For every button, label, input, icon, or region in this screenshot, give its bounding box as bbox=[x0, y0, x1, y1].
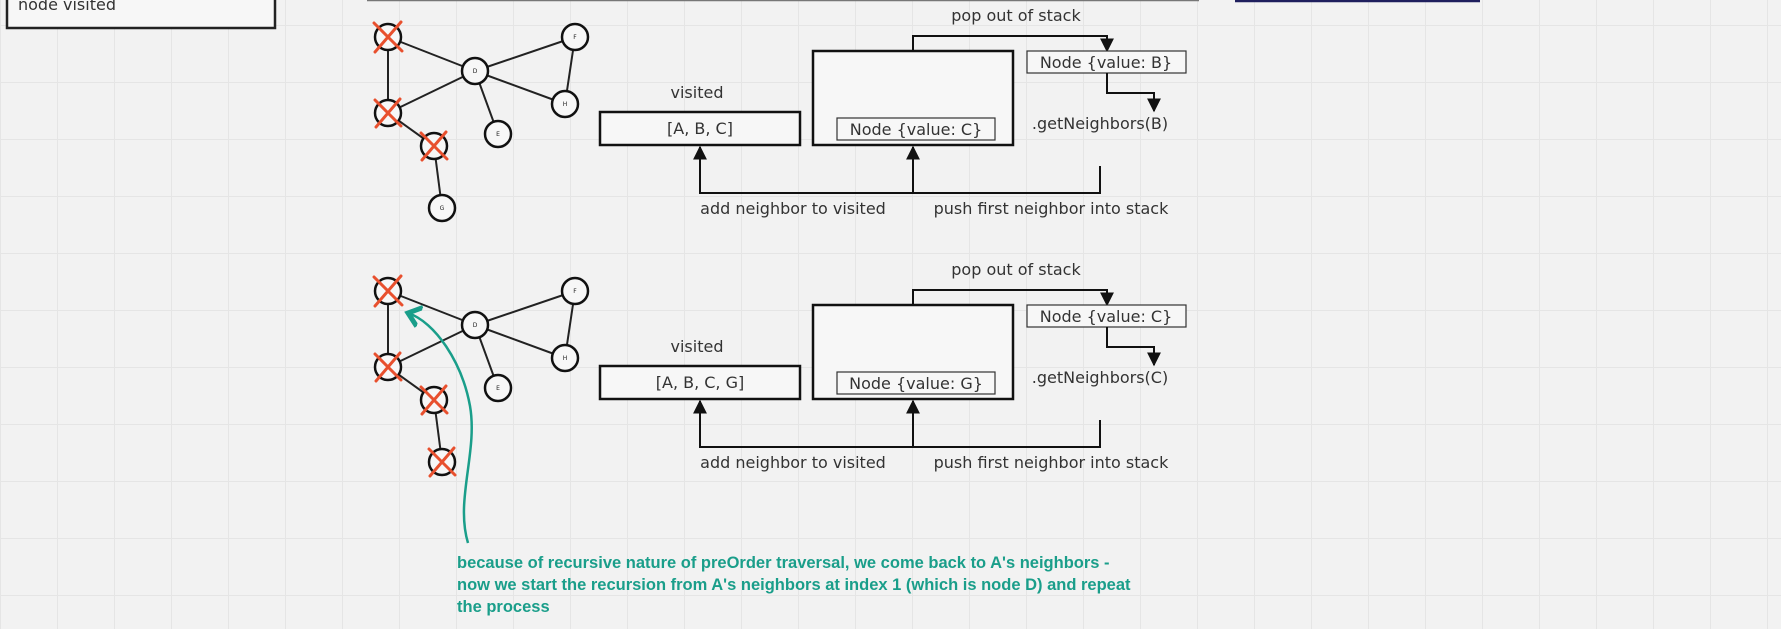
note-line: the process bbox=[457, 598, 550, 616]
node-label-h: H bbox=[563, 355, 568, 362]
node-label-e: E bbox=[496, 131, 500, 138]
legend-box bbox=[5, 0, 277, 30]
visited-array-box bbox=[598, 110, 802, 147]
node-f bbox=[560, 22, 590, 52]
node-f bbox=[560, 276, 590, 306]
pop-arrow bbox=[912, 289, 1114, 307]
pop-label: pop out of stack bbox=[951, 6, 1081, 25]
graph-1: D F H E G bbox=[372, 20, 590, 223]
node-d bbox=[460, 56, 490, 86]
cross-mark-c bbox=[419, 130, 449, 162]
return-arrow bbox=[408, 313, 473, 544]
node-label-g: G bbox=[440, 205, 445, 212]
explanation-note: because of recursive nature of preOrder … bbox=[457, 552, 1177, 618]
cross-mark-c bbox=[419, 384, 449, 416]
visited-array-box bbox=[598, 364, 802, 401]
pop-arrow bbox=[912, 35, 1114, 53]
cross-mark-g bbox=[427, 446, 457, 478]
node-g bbox=[427, 193, 457, 223]
add-neighbor-label: add neighbor to visited bbox=[700, 199, 886, 218]
node-label-d: D bbox=[473, 322, 478, 329]
note-line: because of recursive nature of preOrder … bbox=[457, 554, 1110, 572]
add-neighbor-label: add neighbor to visited bbox=[700, 453, 886, 472]
panel-1: D F H E G visited [A, B, C] Node {value:… bbox=[372, 6, 1187, 223]
node-h bbox=[550, 89, 580, 119]
stack-top-label: Node {value: G} bbox=[849, 374, 983, 393]
stack-top-label: Node {value: C} bbox=[850, 120, 983, 139]
cross-mark-b bbox=[373, 97, 403, 129]
push-neighbor-label: push first neighbor into stack bbox=[934, 453, 1169, 472]
graph-2: D F H E bbox=[372, 274, 590, 544]
stack-top-item bbox=[836, 371, 996, 395]
visited-array-value: [A, B, C] bbox=[667, 119, 733, 138]
cross-mark-a bbox=[372, 274, 404, 308]
popped-node-label: Node {value: C} bbox=[1040, 307, 1173, 326]
get-neighbors-label: .getNeighbors(B) bbox=[1032, 114, 1168, 133]
node-label-f: F bbox=[573, 34, 577, 41]
node-e bbox=[483, 119, 513, 149]
panel-2: D F H E visited [A, B, C, G] Node {value… bbox=[372, 260, 1187, 544]
add-to-visited-arrow bbox=[693, 399, 1101, 448]
node-d bbox=[460, 310, 490, 340]
visited-title: visited bbox=[671, 83, 724, 102]
get-neighbors-arrow bbox=[1106, 327, 1161, 367]
add-to-visited-arrow bbox=[693, 145, 1101, 194]
node-label-e: E bbox=[496, 385, 500, 392]
node-h bbox=[550, 343, 580, 373]
visited-title: visited bbox=[671, 337, 724, 356]
legend-text: node visited bbox=[18, 0, 116, 14]
cross-mark-a bbox=[372, 20, 404, 54]
note-line: now we start the recursion from A's neig… bbox=[457, 576, 1131, 594]
push-neighbor-label: push first neighbor into stack bbox=[934, 199, 1169, 218]
get-neighbors-arrow bbox=[1106, 73, 1161, 113]
get-neighbors-label: .getNeighbors(C) bbox=[1032, 368, 1168, 387]
cross-mark-b bbox=[373, 351, 403, 383]
node-e bbox=[483, 373, 513, 403]
node-label-d: D bbox=[473, 68, 478, 75]
node-label-h: H bbox=[563, 101, 568, 108]
popped-node-label: Node {value: B} bbox=[1040, 53, 1172, 72]
node-label-f: F bbox=[573, 288, 577, 295]
pop-label: pop out of stack bbox=[951, 260, 1081, 279]
stack-top-item bbox=[836, 117, 996, 141]
visited-array-value: [A, B, C, G] bbox=[656, 373, 745, 392]
